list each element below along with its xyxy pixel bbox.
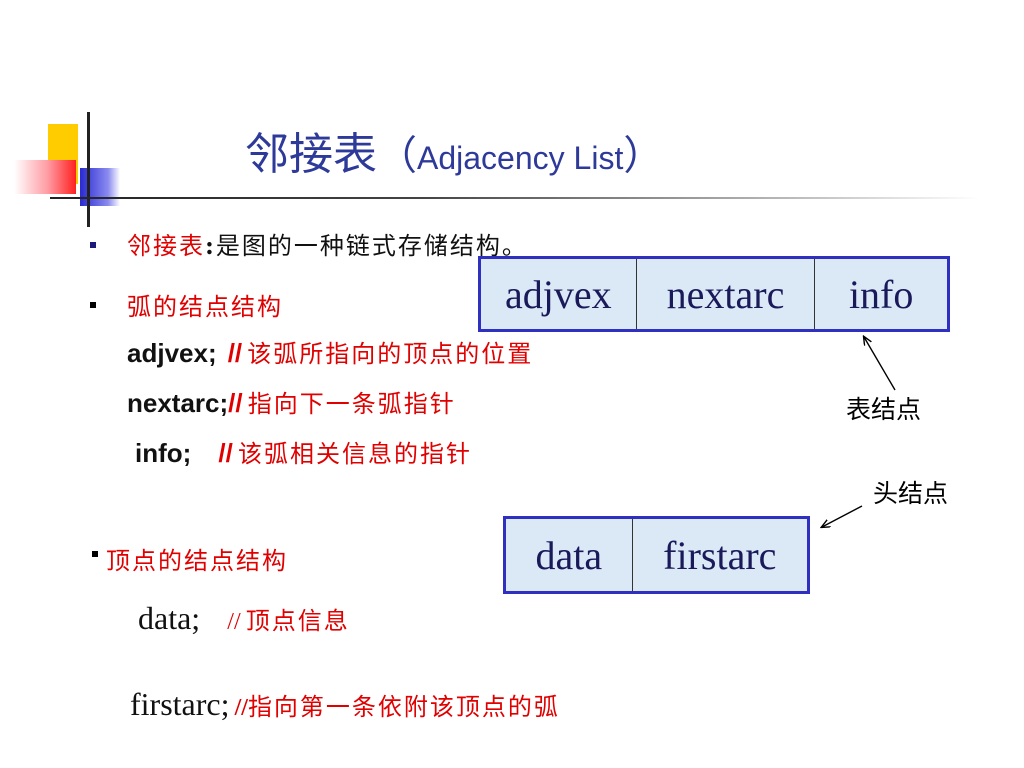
title-underline	[50, 197, 980, 199]
vertical-rule-decoration	[87, 112, 90, 227]
definition-text: 是图的一种链式存储结构。	[215, 232, 528, 260]
vertex-node-label: 头结点	[873, 479, 949, 508]
field-comment: 该弧相关信息的指针	[237, 440, 472, 468]
blue-square-decoration	[80, 168, 120, 206]
bullet-marker	[92, 551, 98, 557]
vertex-node-heading: 顶点的结点结构	[106, 547, 288, 575]
vertex-node-box: data firstarc	[503, 516, 810, 594]
bullet-marker	[90, 242, 96, 248]
cell-divider	[635, 259, 637, 329]
comment-mark: //	[228, 388, 243, 418]
title-english: Adjacency List	[417, 140, 624, 176]
arc-node-label: 表结点	[846, 395, 922, 424]
field-comment: 指向第一条依附该顶点的弧	[247, 693, 560, 721]
title-open-paren: （	[377, 133, 417, 179]
comment-mark: //	[227, 609, 241, 635]
arc-cell-nextarc: nextarc	[666, 271, 785, 317]
vertex-cell-firstarc: firstarc	[663, 532, 777, 578]
definition-line: 邻接表:是图的一种链式存储结构。	[127, 226, 528, 261]
field-comment: 该弧所指向的顶点的位置	[247, 340, 534, 368]
field-line-info: info; // 该弧相关信息的指针	[135, 434, 472, 469]
cell-divider	[631, 519, 633, 591]
page-title: 邻接表（Adjacency List）	[245, 118, 663, 188]
field-comment: 指向下一条弧指针	[247, 390, 456, 418]
comment-mark: //	[218, 438, 233, 468]
arc-cell-adjvex: adjvex	[505, 271, 612, 317]
red-square-decoration	[14, 160, 76, 194]
field-line-adjvex: adjvex; // 该弧所指向的顶点的位置	[127, 334, 533, 369]
comment-mark: //	[227, 338, 243, 368]
comment-mark: //	[234, 695, 248, 721]
term-colon: :	[205, 231, 216, 260]
field-comment: 顶点信息	[245, 607, 350, 635]
field-name: firstarc;	[130, 686, 230, 722]
field-name: nextarc;	[127, 388, 229, 418]
arc-node-heading: 弧的结点结构	[127, 293, 283, 321]
field-name: data;	[138, 600, 201, 636]
field-line-nextarc: nextarc;// 指向下一条弧指针	[127, 384, 456, 419]
title-close-paren: ）	[623, 133, 664, 179]
field-name: adjvex;	[127, 338, 217, 368]
field-line-data: data; // 顶点信息	[138, 600, 350, 637]
title-chinese: 邻接表	[245, 129, 377, 180]
term-adjacency-list: 邻接表	[127, 232, 205, 260]
arc-cell-info: info	[848, 271, 914, 317]
arc-node-arrow	[864, 337, 896, 391]
field-line-firstarc: firstarc; //指向第一条依附该顶点的弧	[130, 686, 560, 723]
cell-divider	[814, 259, 816, 329]
arc-node-box: adjvex nextarc info	[478, 256, 950, 332]
vertex-node-arrow	[822, 505, 863, 527]
field-name: info;	[135, 438, 192, 468]
vertex-cell-data: data	[535, 532, 603, 578]
bullet-marker	[90, 302, 96, 308]
